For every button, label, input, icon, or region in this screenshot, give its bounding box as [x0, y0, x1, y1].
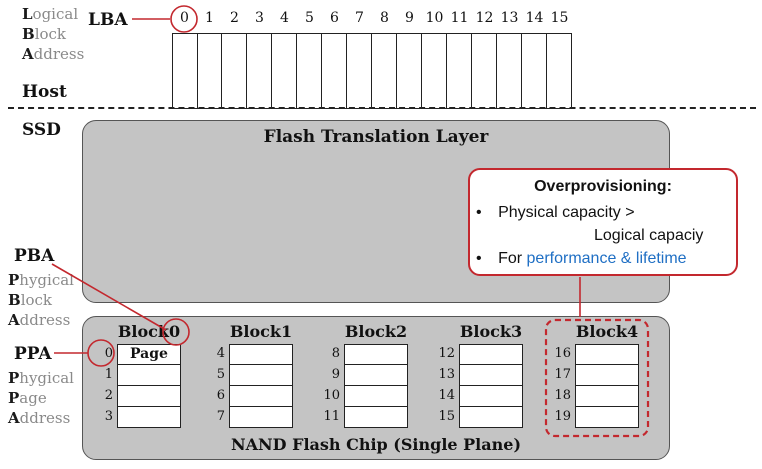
- ppa-description: Phygical Page Address: [8, 369, 74, 427]
- ppa-number: 12: [438, 346, 455, 361]
- lba-number: 7: [355, 10, 364, 26]
- page-cell: [229, 386, 293, 407]
- overprovisioning-callout: Overprovisioning: • Physical capacity > …: [468, 168, 738, 276]
- lba-cell: [522, 33, 547, 109]
- block-title: Block1: [229, 322, 293, 341]
- page-cell: [229, 407, 293, 428]
- lba-number: 3: [255, 10, 264, 26]
- page-cell: [459, 407, 523, 428]
- ppa-number: 6: [216, 388, 225, 403]
- page-cell: [344, 365, 408, 386]
- lba-cell: [197, 33, 222, 109]
- overprovisioning-title: Overprovisioning:: [534, 178, 672, 195]
- lba-number: 9: [405, 10, 414, 26]
- lba-number: 12: [475, 10, 494, 26]
- lba-number: 6: [330, 10, 339, 26]
- pba-description: Phygical Block Address: [8, 271, 74, 329]
- page-cell: [117, 365, 181, 386]
- page-cell: [459, 365, 523, 386]
- lba-cell: [172, 33, 198, 109]
- ppa-number: 19: [554, 409, 571, 424]
- page-cell: [229, 344, 293, 365]
- page-cell: [229, 365, 293, 386]
- host-label: Host: [22, 82, 67, 102]
- lba-number: 11: [450, 10, 469, 26]
- ppa-number: 14: [438, 388, 455, 403]
- ppa-number: 13: [438, 367, 455, 382]
- ppa-number: 16: [554, 346, 571, 361]
- page-cell: [344, 344, 408, 365]
- page-cell: [575, 407, 639, 428]
- ppa-number: 0: [104, 346, 113, 361]
- block-title: Block2: [344, 322, 408, 341]
- page-cell: [344, 386, 408, 407]
- ftl-title: Flash Translation Layer: [263, 127, 489, 147]
- lba-cell: [272, 33, 297, 109]
- lba-number: 14: [525, 10, 544, 26]
- page-cell: [117, 386, 181, 407]
- page-cell: [117, 407, 181, 428]
- lba-number: 5: [305, 10, 314, 26]
- lba-number: 15: [550, 10, 569, 26]
- lba-number: 1: [205, 10, 214, 26]
- lba-number: 4: [280, 10, 289, 26]
- ppa-number: 1: [104, 367, 113, 382]
- lba-cell: [447, 33, 472, 109]
- lba-cell: [222, 33, 247, 109]
- page-cell: [344, 407, 408, 428]
- block-title: Block4: [575, 322, 639, 341]
- lba-cell: [472, 33, 497, 109]
- lba-cell: [347, 33, 372, 109]
- lba-description: Logical Block Address: [22, 5, 85, 63]
- lba-number: 10: [425, 10, 444, 26]
- ppa-number: 7: [216, 409, 225, 424]
- pba-tag: PBA: [14, 246, 55, 266]
- bullet-1-continuation: Logical capaciy: [594, 227, 704, 244]
- ppa-number: 17: [554, 367, 571, 382]
- page-cell: [575, 386, 639, 407]
- lba-number: 2: [230, 10, 239, 26]
- bullet-dot: •: [476, 250, 482, 267]
- ppa-tag: PPA: [14, 344, 52, 364]
- host-ssd-divider: [8, 107, 756, 109]
- page-cell: Page: [117, 344, 181, 365]
- ppa-number: 4: [216, 346, 225, 361]
- ppa-number: 10: [323, 388, 340, 403]
- lba-cell: [547, 33, 572, 109]
- lba-cell: [397, 33, 422, 109]
- ppa-number: 2: [104, 388, 113, 403]
- ssd-label: SSD: [22, 120, 61, 140]
- lba-cell: [372, 33, 397, 109]
- ppa-number: 8: [331, 346, 340, 361]
- page-cell: [459, 386, 523, 407]
- ppa-number: 18: [554, 388, 571, 403]
- performance-lifetime-highlight: performance & lifetime: [526, 250, 687, 267]
- page-cell: [575, 344, 639, 365]
- block-title: Block3: [459, 322, 523, 341]
- lba-cell: [247, 33, 272, 109]
- block-title: Block0: [117, 322, 181, 341]
- lba-cell: [497, 33, 522, 109]
- bullet-dot: •: [476, 204, 482, 221]
- bullet-1: • Physical capacity >: [476, 204, 635, 221]
- lba-cell: [297, 33, 322, 109]
- ppa-number: 11: [323, 409, 340, 424]
- ppa-number: 3: [104, 409, 113, 424]
- page-cell: [459, 344, 523, 365]
- lba-number: 13: [500, 10, 519, 26]
- nand-chip-title: NAND Flash Chip (Single Plane): [230, 435, 522, 454]
- ppa-number: 9: [331, 367, 340, 382]
- lba-cell: [422, 33, 447, 109]
- lba-cell: [322, 33, 347, 109]
- lba-tag: LBA: [88, 10, 128, 30]
- lba-number: 8: [380, 10, 389, 26]
- bullet-2: • For performance & lifetime: [476, 250, 687, 267]
- ppa-number: 5: [216, 367, 225, 382]
- lba-number: 0: [180, 10, 189, 26]
- page-cell: [575, 365, 639, 386]
- ppa-number: 15: [438, 409, 455, 424]
